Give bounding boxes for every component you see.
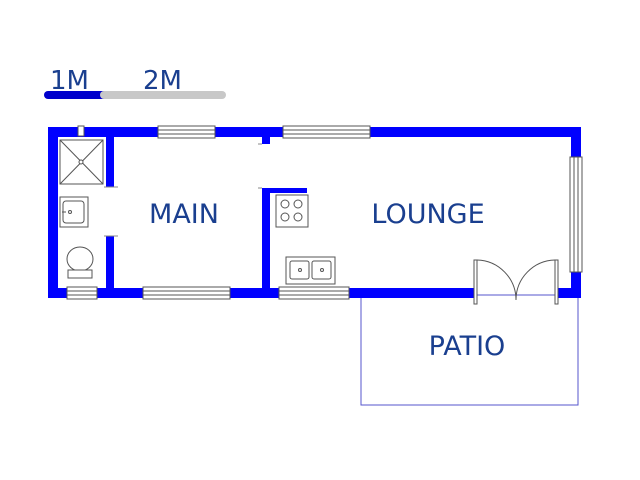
window-top-main: [157, 125, 216, 139]
window-bottom-bathroom: [66, 286, 98, 300]
scale-label-2m: 2M: [143, 66, 182, 96]
room-label-lounge: LOUNGE: [371, 199, 484, 230]
wall-left: [48, 127, 58, 298]
toilet-icon: [66, 246, 94, 279]
window-top-lounge: [282, 125, 371, 139]
wall-kitchen-ledge: [262, 188, 307, 193]
window-bottom-kitchen: [278, 286, 350, 300]
room-label-patio: PATIO: [429, 331, 506, 362]
shower-icon: [59, 139, 104, 185]
wall-bathroom-upper: [106, 137, 114, 187]
wall-openings: [101, 187, 119, 236]
wall-stub-top: [262, 137, 270, 144]
room-label-main: MAIN: [149, 199, 219, 230]
wall-bottom-right: [556, 288, 581, 298]
double-door-icon: [473, 259, 559, 305]
windows: [66, 125, 583, 300]
vent-top: [77, 125, 85, 137]
scale-bar: 1M 2M: [44, 66, 226, 99]
stove-icon: [275, 194, 309, 228]
basin-icon: [59, 196, 89, 228]
wall-bathroom-lower: [106, 236, 114, 290]
window-right: [569, 156, 583, 273]
window-bottom-main: [142, 286, 231, 300]
wall-bottom-left: [48, 288, 475, 298]
bathroom-doorway: [101, 187, 119, 236]
wall-main-lounge: [262, 188, 270, 290]
scale-label-1m: 1M: [50, 66, 89, 96]
sink-icon: [285, 256, 336, 285]
